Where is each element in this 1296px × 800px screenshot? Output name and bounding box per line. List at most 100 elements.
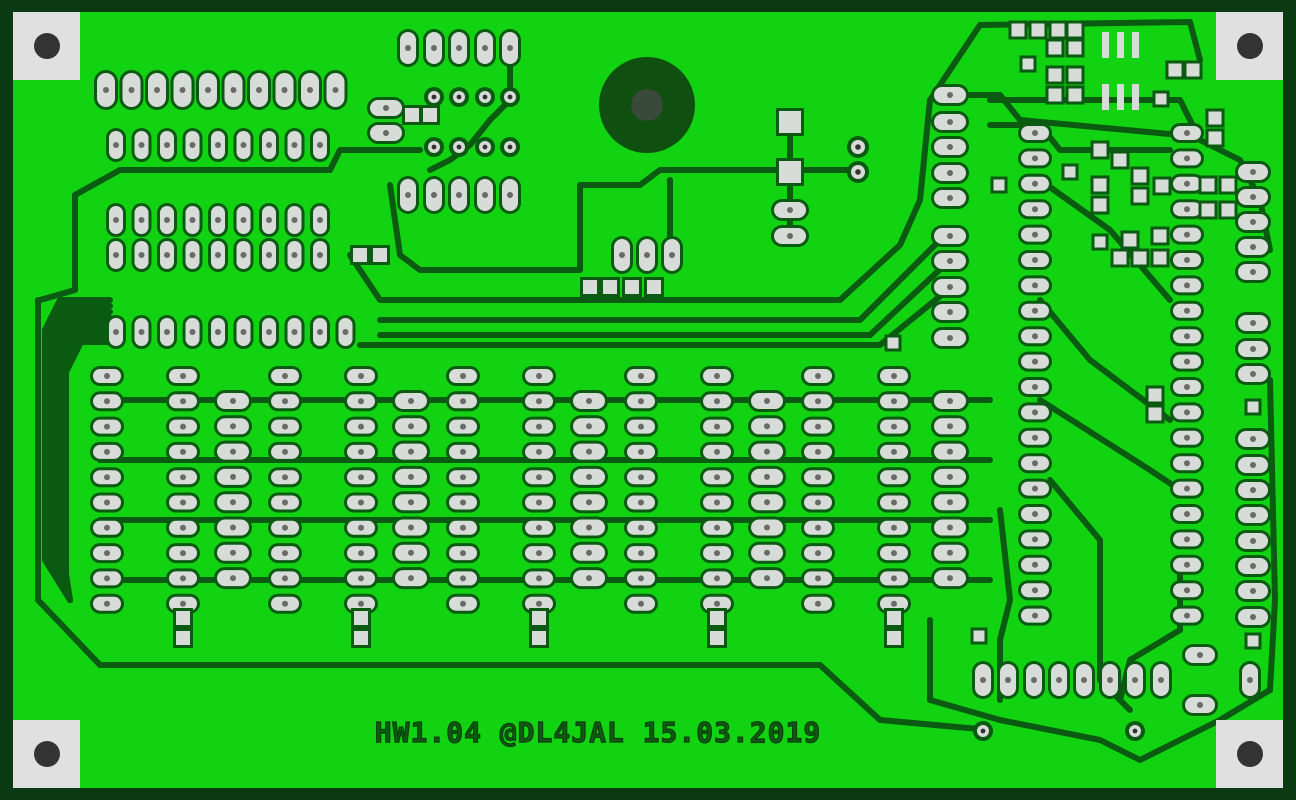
pad-hole <box>1107 677 1113 683</box>
pad-hole <box>1247 677 1253 683</box>
pad-hole <box>764 524 770 531</box>
pad-square <box>1133 189 1147 203</box>
pad-square <box>1247 401 1259 413</box>
pad-hole <box>1184 511 1190 517</box>
trace <box>117 147 423 173</box>
trace <box>72 167 123 198</box>
pad-hole <box>1184 231 1190 238</box>
pad-square <box>1133 251 1147 265</box>
pad-square <box>1123 233 1137 247</box>
pad-square <box>887 611 901 625</box>
pad-hole <box>358 550 364 557</box>
pad-hole <box>180 398 186 405</box>
pad-hole <box>1032 561 1038 568</box>
pad-hole <box>358 575 364 582</box>
pad-hole <box>764 575 770 582</box>
pad-square <box>1148 388 1162 402</box>
pad-hole <box>669 252 675 258</box>
pad-hole <box>507 192 513 198</box>
pad-square <box>1208 111 1222 125</box>
pad-hole <box>947 473 953 480</box>
pad-hole <box>764 398 770 404</box>
pad-hole <box>138 217 145 223</box>
pad-square <box>1068 68 1082 82</box>
pad-hole <box>408 473 414 480</box>
pad-hole <box>215 142 221 148</box>
pad-hole <box>215 252 221 258</box>
pad-hole <box>947 398 953 404</box>
pad-hole <box>764 549 770 556</box>
pad-hole <box>460 524 466 531</box>
pad-square <box>887 631 901 645</box>
pad-hole <box>180 499 186 506</box>
pad-square <box>1153 251 1167 265</box>
pad-hole <box>638 474 644 481</box>
trace <box>377 257 953 338</box>
pad-hole <box>947 92 953 98</box>
pad-hole <box>282 448 288 455</box>
pad-hole <box>230 575 236 582</box>
pad-square <box>603 280 617 294</box>
pad-hole <box>282 373 288 379</box>
pad-hole <box>714 398 720 405</box>
pad-hole <box>947 524 953 531</box>
pad-hole <box>1032 206 1038 213</box>
pad-square <box>993 179 1005 191</box>
pad-hole <box>764 499 770 506</box>
pad-hole <box>947 258 953 264</box>
pad-hole <box>536 600 542 607</box>
pad-hole <box>764 473 770 480</box>
pad-hole <box>1250 371 1256 377</box>
pad-hole <box>638 524 644 531</box>
pad-hole <box>104 448 110 455</box>
pad-hole <box>787 233 793 239</box>
pad-hole <box>1184 333 1190 340</box>
pad-hole <box>358 423 364 430</box>
ic-leg <box>1117 84 1124 110</box>
via-hole <box>456 94 462 100</box>
pad-hole <box>164 329 170 335</box>
pad-hole <box>638 423 644 430</box>
pad-hole <box>180 474 186 481</box>
pad-hole <box>891 600 897 607</box>
pad-hole <box>536 524 542 531</box>
pad-square <box>353 248 367 262</box>
pad-hole <box>638 575 644 582</box>
pad-hole <box>317 329 323 335</box>
pad-hole <box>164 142 170 148</box>
pad-hole <box>291 252 298 258</box>
pad-hole <box>1032 231 1038 238</box>
pad-hole <box>230 423 236 430</box>
pad-hole <box>358 600 364 607</box>
pad-hole <box>113 217 119 223</box>
pad-hole <box>1184 561 1190 568</box>
pad-hole <box>1184 358 1190 365</box>
pad-hole <box>586 423 592 430</box>
trace <box>1037 397 1183 493</box>
pad-hole <box>947 448 953 455</box>
pad-hole <box>1032 282 1038 289</box>
trace <box>387 167 863 273</box>
pad-hole <box>536 575 542 582</box>
pad-hole <box>282 524 288 531</box>
pad-hole <box>266 142 272 148</box>
pad-hole <box>815 575 821 582</box>
pad-hole <box>456 45 462 51</box>
pad-hole <box>282 499 288 506</box>
pad-hole <box>1032 511 1038 517</box>
pad-hole <box>230 549 236 556</box>
pad-hole <box>180 575 186 582</box>
trace <box>357 277 963 348</box>
corner-hole <box>34 33 60 59</box>
pad-hole <box>240 142 247 148</box>
pad-hole <box>714 423 720 430</box>
pad-hole <box>815 423 821 430</box>
pad-hole <box>281 87 288 93</box>
pad-hole <box>342 329 349 335</box>
pad-square <box>1068 41 1082 55</box>
pad-hole <box>638 550 644 557</box>
pad-hole <box>1250 512 1256 518</box>
pad-hole <box>891 474 897 481</box>
pad-hole <box>1184 307 1190 314</box>
